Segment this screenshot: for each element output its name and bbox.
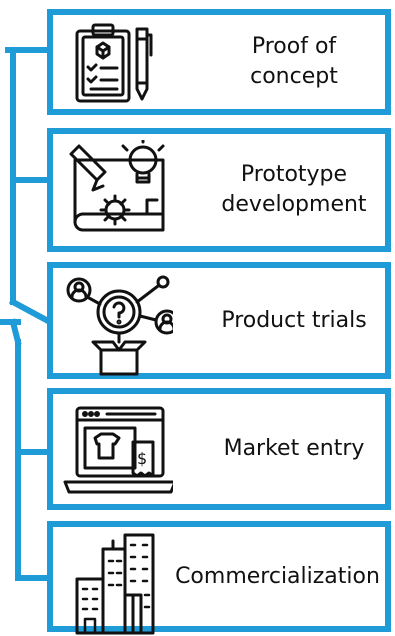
stage-prototype-development: Prototype development [47, 128, 391, 252]
connector-joint [9, 318, 22, 346]
stage-proof-of-concept: Proof of concept [47, 9, 391, 115]
stage-market-entry: $ Market entry [47, 388, 391, 510]
stage-label: Proof of concept [250, 34, 338, 89]
clipboard-checklist-pencil-icon [75, 23, 153, 103]
stage-product-trials: Product trials [47, 262, 391, 379]
stage-label: Market entry [223, 436, 365, 462]
stage-label: Commercialization [175, 563, 380, 589]
svg-text:$: $ [137, 449, 147, 468]
city-buildings-icon [75, 533, 155, 635]
connector-branch-3 [8, 297, 55, 327]
question-users-box-icon [66, 275, 173, 376]
blueprint-pencil-lightbulb-gear-icon [69, 140, 165, 232]
stage-label: Product trials [221, 307, 367, 333]
online-store-laptop-icon: $ [63, 406, 173, 494]
stage-commercialization: Commercialization [47, 521, 391, 635]
stage-label: Prototype development [221, 162, 367, 217]
